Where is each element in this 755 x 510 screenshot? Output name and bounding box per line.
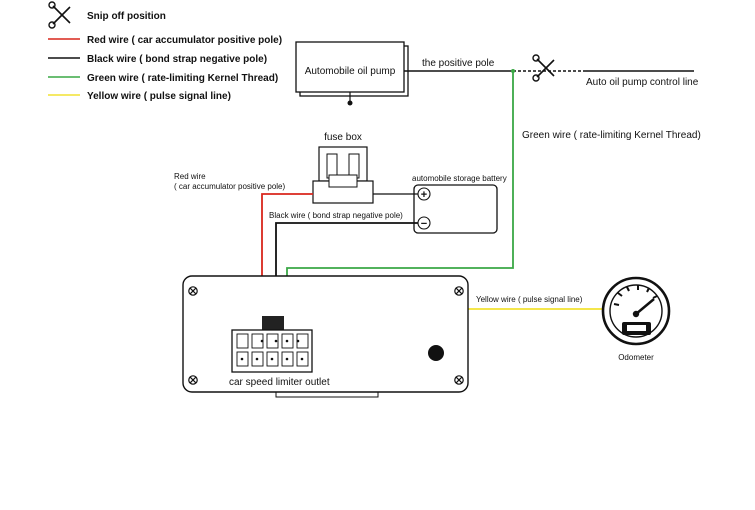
battery-minus: − bbox=[421, 218, 427, 230]
connector-outlet bbox=[231, 316, 313, 373]
scissors-icon bbox=[532, 54, 555, 82]
fuse-box-label: fuse box bbox=[324, 132, 362, 143]
oil-pump: Automobile oil pump bbox=[295, 41, 409, 106]
battery-label: automobile storage battery bbox=[412, 174, 507, 183]
speed-limiter-unit: car speed limiter outlet bbox=[182, 275, 469, 398]
screw-icon bbox=[454, 286, 464, 296]
screw-icon bbox=[454, 375, 464, 385]
fuse-box: fuse box bbox=[312, 132, 374, 204]
positive-pole-label: the positive pole bbox=[422, 58, 495, 69]
odometer-label: Odometer bbox=[618, 353, 654, 362]
indicator-knob bbox=[428, 345, 444, 361]
legend-green: Green wire ( rate-limiting Kernel Thread… bbox=[87, 73, 278, 84]
control-line-label: Auto oil pump control line bbox=[586, 77, 699, 88]
red-wire-label-2: ( car accumulator positive pole) bbox=[174, 182, 285, 191]
scissors-icon bbox=[48, 1, 71, 29]
legend-black: Black wire ( bond strap negative pole) bbox=[87, 54, 267, 65]
legend-yellow: Yellow wire ( pulse signal line) bbox=[87, 91, 231, 102]
battery-plus: + bbox=[421, 189, 427, 201]
screw-icon bbox=[188, 375, 198, 385]
black-wire-label: Black wire ( bond strap negative pole) bbox=[269, 211, 403, 220]
green-wire-label: Green wire ( rate-limiting Kernel Thread… bbox=[522, 130, 701, 141]
oil-pump-label: Automobile oil pump bbox=[305, 66, 396, 77]
red-wire-label-1: Red wire bbox=[174, 172, 206, 181]
yellow-wire-label: Yellow wire ( pulse signal line) bbox=[476, 295, 583, 304]
legend-red: Red wire ( car accumulator positive pole… bbox=[87, 35, 282, 46]
legend-snip: Snip off position bbox=[87, 11, 166, 22]
screw-icon bbox=[188, 286, 198, 296]
speedometer-icon bbox=[601, 276, 671, 346]
legend: Snip off position Red wire ( car accumul… bbox=[48, 1, 282, 102]
battery: automobile storage battery + − bbox=[412, 174, 507, 234]
outlet-label: car speed limiter outlet bbox=[229, 377, 330, 388]
